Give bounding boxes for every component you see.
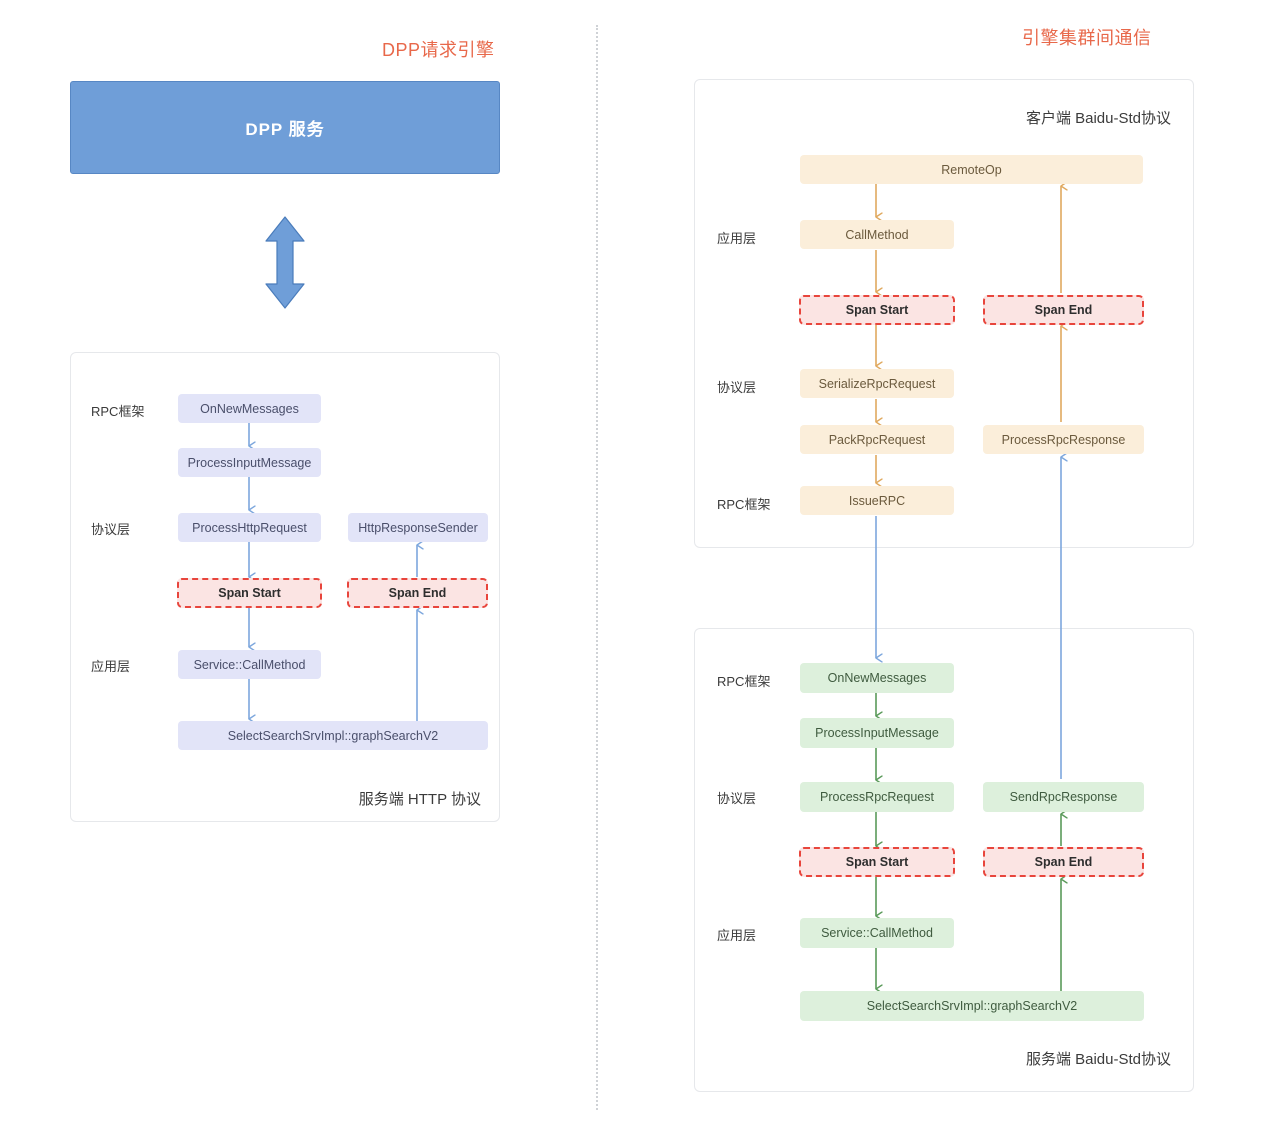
node-on-new-messages-left[interactable]: OnNewMessages [178, 394, 321, 423]
node-process-input-message-right[interactable]: ProcessInputMessage [800, 718, 954, 748]
node-service-call-method-left[interactable]: Service::CallMethod [178, 650, 321, 679]
right-bottom-panel-caption: 服务端 Baidu-Std协议 [1025, 1051, 1171, 1068]
node-graph-search-right[interactable]: SelectSearchSrvImpl::graphSearchV2 [800, 991, 1144, 1021]
node-span-end-right-top[interactable]: Span End [983, 295, 1144, 325]
right-bottom-layer-label-rpc: RPC框架 [717, 674, 771, 689]
left-layer-label-protocol: 协议层 [91, 522, 131, 537]
right-top-layer-label-application: 应用层 [717, 231, 757, 246]
node-pack-rpc-request[interactable]: PackRpcRequest [800, 425, 954, 454]
node-graph-search-left[interactable]: SelectSearchSrvImpl::graphSearchV2 [178, 721, 488, 750]
node-process-rpc-response[interactable]: ProcessRpcResponse [983, 425, 1144, 454]
left-layer-label-application: 应用层 [91, 659, 131, 674]
right-bottom-layer-label-application: 应用层 [717, 928, 757, 943]
right-top-layer-label-rpc: RPC框架 [717, 497, 771, 512]
vertical-divider [596, 25, 598, 1110]
node-call-method[interactable]: CallMethod [800, 220, 954, 249]
left-panel-caption: 服务端 HTTP 协议 [358, 791, 481, 808]
node-span-start-left[interactable]: Span Start [177, 578, 322, 608]
right-top-panel-caption: 客户端 Baidu-Std协议 [1025, 110, 1171, 127]
bidirectional-arrow-icon [255, 215, 315, 310]
node-span-end-left[interactable]: Span End [347, 578, 488, 608]
node-issue-rpc[interactable]: IssueRPC [800, 486, 954, 515]
node-span-end-right-bottom[interactable]: Span End [983, 847, 1144, 877]
dpp-service-label: DPP 服务 [245, 120, 325, 139]
node-span-start-right-top[interactable]: Span Start [799, 295, 955, 325]
node-process-http-request[interactable]: ProcessHttpRequest [178, 513, 321, 542]
right-section-title: 引擎集群间通信 [1022, 28, 1152, 48]
left-layer-label-rpc: RPC框架 [91, 404, 145, 419]
node-http-response-sender[interactable]: HttpResponseSender [348, 513, 488, 542]
right-top-layer-label-protocol: 协议层 [717, 380, 757, 395]
right-bottom-layer-label-protocol: 协议层 [717, 791, 757, 806]
node-remote-op[interactable]: RemoteOp [800, 155, 1143, 184]
node-span-start-right-bottom[interactable]: Span Start [799, 847, 955, 877]
node-send-rpc-response[interactable]: SendRpcResponse [983, 782, 1144, 812]
left-section-title: DPP请求引擎 [382, 40, 495, 60]
node-process-input-message-left[interactable]: ProcessInputMessage [178, 448, 321, 477]
dpp-service-box: DPP 服务 [70, 81, 500, 174]
node-service-call-method-right[interactable]: Service::CallMethod [800, 918, 954, 948]
node-on-new-messages-right[interactable]: OnNewMessages [800, 663, 954, 693]
node-process-rpc-request[interactable]: ProcessRpcRequest [800, 782, 954, 812]
node-serialize-rpc-request[interactable]: SerializeRpcRequest [800, 369, 954, 398]
